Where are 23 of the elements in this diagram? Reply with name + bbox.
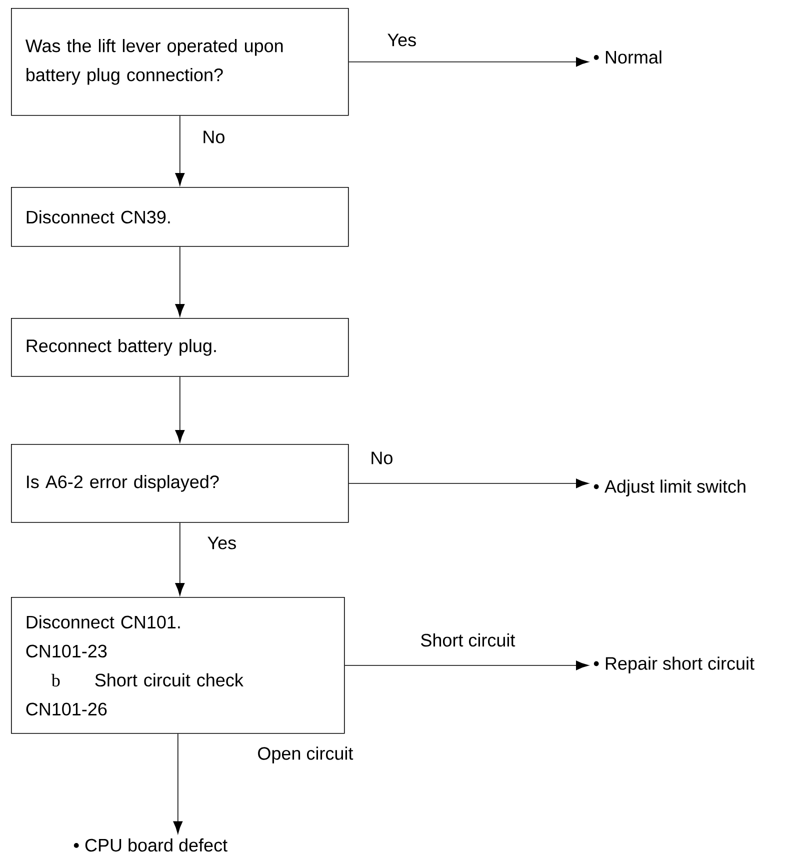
edge-label: Yes: [205, 534, 239, 552]
arrow: [175, 376, 185, 443]
process-box: Reconnect battery plug.: [11, 318, 349, 377]
arrow: [348, 478, 589, 488]
arrow: [348, 57, 589, 67]
arrow: [175, 522, 185, 596]
process-box: Is A6-2 error displayed?: [11, 444, 349, 523]
arrow: [173, 733, 183, 834]
process-box: Disconnect CN101. CN101-23 b Short circuit check CN101-26: [11, 597, 345, 734]
edge-label: Yes: [385, 32, 419, 48]
arrow: [344, 660, 589, 670]
edge-label: Open circuit: [255, 744, 356, 766]
edge-label: No: [368, 450, 396, 466]
result-text: • Repair short circuit: [594, 656, 754, 674]
process-box: Disconnect CN39.: [11, 187, 349, 247]
result-text: • CPU board defect: [74, 838, 228, 852]
arrow: [175, 115, 185, 186]
process-box: Was the lift lever operated upon battery plug connection?: [11, 8, 349, 116]
edge-label: No: [200, 128, 228, 146]
edge-label: Short circuit: [418, 631, 518, 649]
result-text: • Adjust limit switch: [594, 480, 746, 496]
arrow: [175, 246, 185, 317]
result-text: • Normal: [594, 50, 662, 64]
